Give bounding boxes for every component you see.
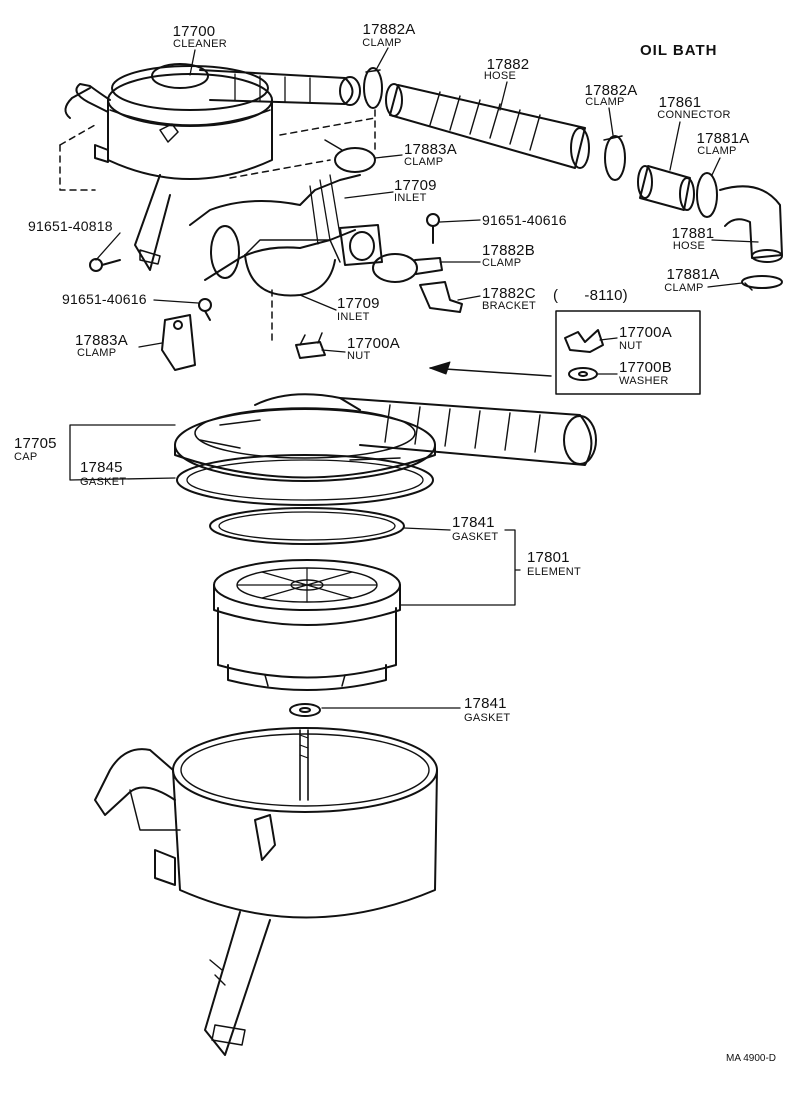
callout-washer-box-part: 17700B [619, 359, 672, 376]
diagram-title: OIL BATH [640, 42, 718, 59]
callout-clamp-17882b-name: CLAMP [482, 257, 522, 269]
callout-hose-17881-part: 17881 [671, 225, 715, 242]
callout-clamp-17882b-part: 17882B [482, 242, 535, 259]
callout-clamp-17883a-upper-name: CLAMP [404, 156, 444, 168]
nut-17700a-main-drawing [295, 332, 326, 359]
bolt-91651-40616-right-drawing [426, 213, 440, 244]
callout-cleaner-name: CLEANER [172, 38, 228, 50]
clamp-17882a-top-drawing [363, 67, 383, 109]
gasket-17845-drawing [176, 454, 434, 506]
callout-clamp-top-part: 17882A [362, 21, 416, 38]
cleaner-assembly [59, 63, 376, 271]
gasket-17841-lower-drawing [289, 703, 321, 717]
gasket-17841-upper-drawing [209, 507, 405, 545]
clamp-17881a-upper-drawing [696, 172, 718, 218]
hose-17881-drawing [719, 185, 783, 263]
callout-inlet-lower-name: INLET [337, 311, 370, 323]
drawing-code: MA 4900-D [726, 1053, 777, 1064]
callout-element-part: 17801 [527, 549, 570, 566]
callout-nut-box-part: 17700A [619, 324, 672, 341]
callout-clamp-17881a-upper-part: 17881A [696, 130, 750, 147]
leader-lines [69, 47, 759, 709]
callout-bolt-40818-part: 91651-40818 [28, 218, 113, 234]
callout-inlet-upper-part: 17709 [394, 177, 437, 194]
bracket-17882c-drawing [419, 281, 463, 313]
callout-element-name: ELEMENT [527, 566, 582, 578]
connector-17861-drawing [637, 165, 695, 211]
clamp-17883a-upper-drawing [324, 139, 376, 173]
callout-clamp-17881a-lower-part: 17881A [666, 266, 720, 283]
callout-hose-17881-name: HOSE [672, 240, 706, 252]
callout-bolt-40616-right-part: 91651-40616 [482, 212, 567, 228]
hose-17882-drawing [385, 83, 590, 169]
callout-cleaner-part: 17700 [172, 23, 216, 40]
callout-nut-box-name: NUT [619, 340, 643, 352]
callout-hose-17882-part: 17882 [486, 56, 530, 73]
callout-gasket-17841-lower-part: 17841 [464, 695, 507, 712]
callout-gasket-17841-upper-name: GASKET [452, 531, 499, 543]
callout-inlet-upper-name: INLET [394, 192, 427, 204]
callout-cap-name: CAP [14, 451, 38, 463]
callout-gasket-17845-name: GASKET [80, 476, 127, 488]
callout-clamp-17883a-upper-part: 17883A [404, 141, 457, 158]
callout-clamp-17881a-upper-name: CLAMP [697, 145, 737, 157]
callout-connector-name: CONNECTOR [657, 109, 731, 121]
clamp-17883a-lower-drawing [161, 314, 196, 371]
callout-clamp-right-name: CLAMP [585, 96, 625, 108]
callout-bracket-17882c-name: BRACKET [482, 300, 537, 312]
callout-cap-part: 17705 [14, 435, 57, 452]
clamp-17881a-lower-drawing [741, 275, 783, 291]
callout-bolt-40616-left-part: 91651-40616 [62, 291, 147, 307]
clamp-17882b-drawing [372, 253, 443, 283]
serial-range-note: ( -8110) [553, 287, 628, 304]
callout-hose-17882-name: HOSE [483, 70, 517, 82]
callout-gasket-17841-upper-part: 17841 [452, 514, 495, 531]
callout-washer-box-name: WASHER [619, 375, 669, 387]
callout-gasket-17841-lower-name: GASKET [464, 712, 511, 724]
element-17801-drawing [213, 559, 401, 691]
callout-clamp-17881a-lower-name: CLAMP [664, 282, 704, 294]
inset-box [429, 310, 701, 395]
bolt-91651-40616-left-drawing [198, 298, 212, 321]
callout-clamp-17883a-lower-part: 17883A [75, 332, 128, 349]
callout-nut-main-name: NUT [347, 350, 371, 362]
callout-clamp-17883a-lower-name: CLAMP [77, 347, 117, 359]
callout-bracket-17882c-part: 17882C [482, 285, 536, 302]
bolt-91651-40818-drawing [89, 258, 121, 272]
inlet-17709-drawing [189, 174, 383, 297]
callout-connector-part: 17861 [658, 94, 702, 111]
callout-inlet-lower-part: 17709 [337, 295, 380, 312]
cap-17705-drawing [174, 393, 597, 482]
callout-clamp-top-name: CLAMP [362, 37, 402, 49]
callout-nut-main-part: 17700A [347, 335, 400, 352]
callout-clamp-right-part: 17882A [584, 82, 638, 99]
callout-gasket-17845-part: 17845 [80, 459, 123, 476]
clamp-17882a-right-drawing [603, 135, 626, 181]
oil-bath-body-drawing [94, 727, 438, 1056]
